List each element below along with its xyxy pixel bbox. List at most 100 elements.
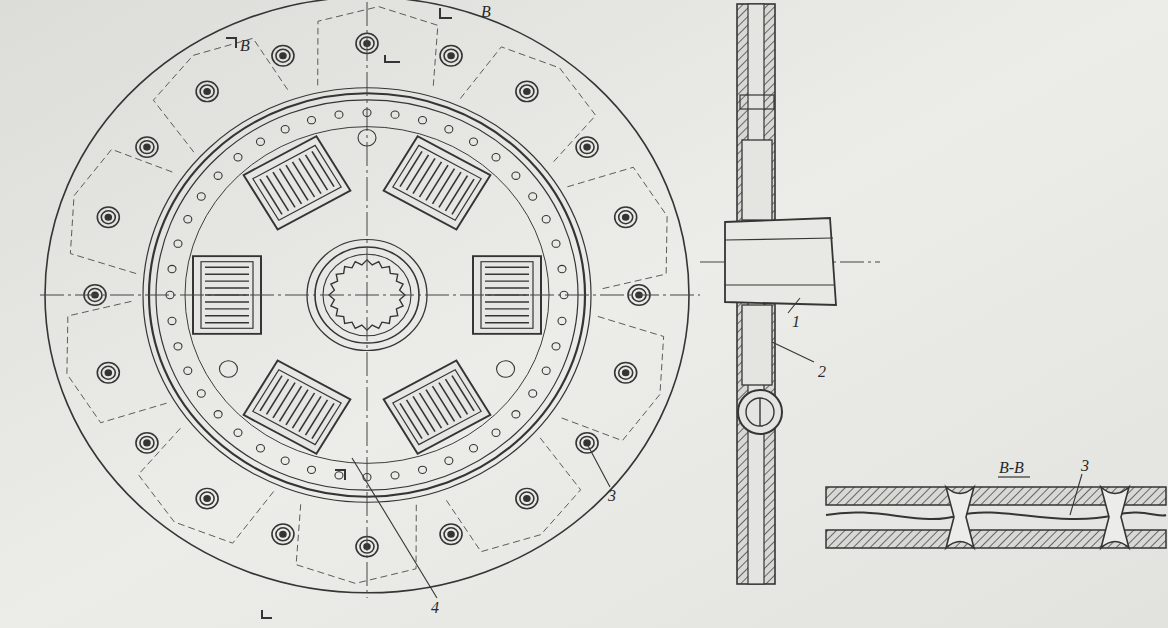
drawing-stroke xyxy=(946,487,974,548)
drawing-stroke xyxy=(470,445,478,452)
drawing-stroke xyxy=(244,136,351,229)
drawing-stroke xyxy=(485,280,529,281)
drawing-stroke xyxy=(391,472,399,479)
drawing-stroke xyxy=(740,95,774,109)
drawing-stroke xyxy=(567,167,667,289)
drawing-stroke xyxy=(299,158,321,193)
drawing-stroke xyxy=(136,433,158,453)
drawing-stroke xyxy=(260,376,282,411)
section-title: B-B xyxy=(998,460,1025,476)
drawing-stroke xyxy=(40,295,700,296)
drawing-stroke xyxy=(384,360,491,453)
leader-line xyxy=(788,298,800,313)
drawing-stroke xyxy=(253,370,341,445)
drawing-stroke xyxy=(244,360,351,453)
drawing-stroke xyxy=(407,400,429,435)
title-underline xyxy=(998,476,1030,477)
drawing-stroke xyxy=(200,492,214,505)
drawing-stroke xyxy=(485,267,529,268)
drawing-stroke xyxy=(439,172,461,207)
drawing-stroke xyxy=(413,396,435,431)
drawing-stroke xyxy=(497,361,515,378)
drawing-stroke xyxy=(384,360,491,453)
drawing-stroke xyxy=(97,207,119,227)
drawing-stroke xyxy=(580,141,594,154)
drawing-stroke xyxy=(615,207,637,227)
drawing-stroke xyxy=(524,496,530,502)
drawing-stroke xyxy=(214,411,222,418)
drawing-stroke xyxy=(452,376,474,411)
drawing-stroke xyxy=(367,2,368,598)
drawing-stroke xyxy=(244,136,351,229)
drawing-stroke xyxy=(205,301,249,302)
drawing-stroke xyxy=(97,363,119,383)
drawing-stroke xyxy=(214,172,222,179)
drawing-stroke xyxy=(470,138,478,145)
callout-number: 1 xyxy=(791,314,801,330)
drawing-stroke xyxy=(153,38,289,152)
drawing-stroke xyxy=(448,53,454,59)
drawing-stroke xyxy=(184,367,192,374)
drawing-stroke xyxy=(448,532,454,538)
drawing-stroke xyxy=(742,305,772,385)
drawing-stroke xyxy=(101,366,115,379)
drawing-stroke xyxy=(385,55,400,62)
drawing-stroke xyxy=(444,528,458,541)
drawing-stroke xyxy=(420,162,442,197)
drawing-stroke xyxy=(292,393,314,428)
callout-number: 3 xyxy=(1080,458,1090,474)
drawing-stroke xyxy=(384,136,491,229)
drawing-stroke xyxy=(440,46,462,66)
drawing-stroke xyxy=(335,472,343,479)
drawing-stroke xyxy=(276,528,290,541)
drawing-stroke xyxy=(262,610,272,618)
drawing-stroke xyxy=(552,240,560,247)
drawing-stroke xyxy=(305,400,327,435)
drawing-stroke xyxy=(286,165,308,200)
drawing-stroke xyxy=(253,145,341,220)
drawing-stroke xyxy=(226,38,236,48)
drawing-stroke xyxy=(105,370,111,376)
drawing-stroke xyxy=(280,532,286,538)
drawing-stroke xyxy=(101,211,115,224)
drawing-stroke xyxy=(542,367,550,374)
drawing-stroke xyxy=(485,308,529,309)
drawing-stroke xyxy=(512,172,520,179)
drawing-stroke xyxy=(280,386,302,421)
drawing-stroke xyxy=(529,193,537,200)
drawing-stroke xyxy=(286,390,308,425)
drawing-stroke xyxy=(542,216,550,223)
drawing-stroke xyxy=(256,138,264,145)
drawing-stroke xyxy=(200,85,214,98)
leader-line xyxy=(772,342,814,362)
drawing-stroke xyxy=(485,301,529,302)
drawing-stroke xyxy=(276,49,290,62)
drawing-stroke xyxy=(205,280,249,281)
drawing-stroke xyxy=(558,317,566,324)
drawing-stroke xyxy=(260,179,282,214)
drawing-stroke xyxy=(440,524,462,544)
drawing-stroke xyxy=(516,81,538,101)
drawing-stroke xyxy=(307,466,315,473)
drawing-stroke xyxy=(196,488,218,508)
drawing-stroke xyxy=(584,144,590,150)
drawing-stroke xyxy=(205,287,249,288)
drawing-stroke xyxy=(826,487,1166,548)
drawing-stroke xyxy=(335,111,343,118)
drawing-stroke xyxy=(204,496,210,502)
drawing-stroke xyxy=(742,140,772,220)
drawing-stroke xyxy=(393,145,481,220)
drawing-stroke xyxy=(485,287,529,288)
drawing-stroke xyxy=(144,440,150,446)
drawing-stroke xyxy=(144,144,150,150)
drawing-stroke xyxy=(452,179,474,214)
drawing-stroke xyxy=(445,457,453,464)
drawing-stroke xyxy=(168,265,176,272)
drawing-stroke xyxy=(205,315,249,316)
drawing-stroke xyxy=(619,366,633,379)
drawing-stroke xyxy=(205,322,249,323)
drawing-stroke xyxy=(273,383,295,418)
drawing-stroke xyxy=(725,238,833,240)
drawing-stroke xyxy=(439,383,461,418)
